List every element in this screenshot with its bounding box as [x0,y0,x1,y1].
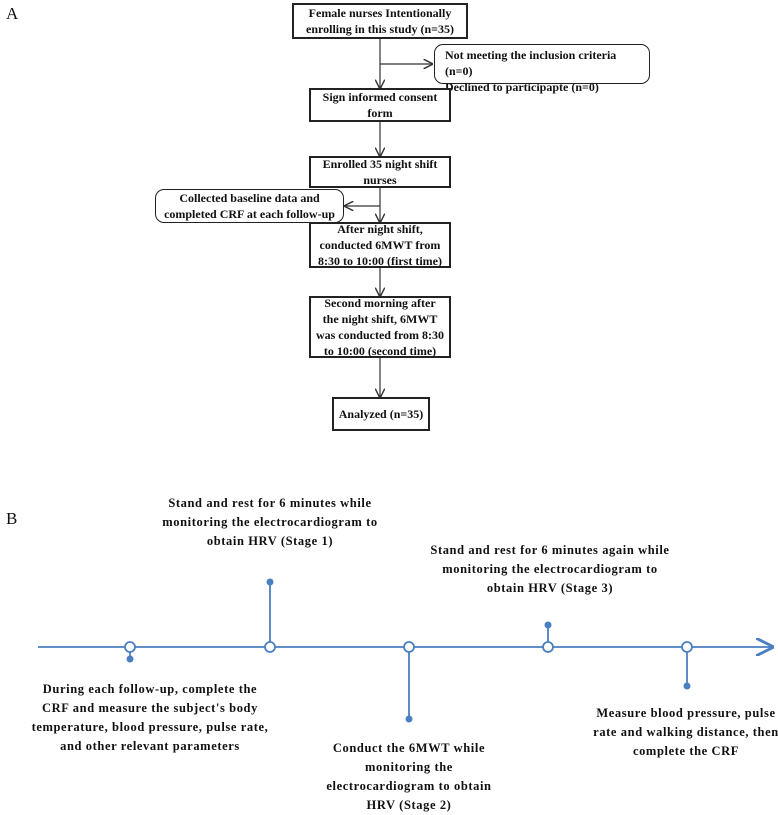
stage3-text: Stand and rest for 6 minutes again while… [430,543,670,595]
box-analyzed: Analyzed (n=35) [332,397,430,431]
stem-dot-final [683,682,691,690]
panel-label-a: A [6,4,19,23]
stage1-text: Stand and rest for 6 minutes while monit… [162,496,378,548]
timeline-node-stage2 [403,641,415,653]
box-second-6mwt: Second morning after the night shift, 6M… [309,296,451,358]
box-baseline: Collected baseline data and completed CR… [155,189,344,223]
timeline-node-stage3 [542,641,554,653]
final-text: Measure blood pressure, pulse rate and w… [593,706,778,758]
box-enrolled: Enrolled 35 night shift nurses [309,156,451,188]
box-excluded: Not meeting the inclusion criteria (n=0)… [434,44,650,94]
stage2-text: Conduct the 6MWT while monitoring the el… [326,741,492,812]
timeline-node-followup [124,641,136,653]
box-first-6mwt: After night shift, conducted 6MWT from 8… [309,222,451,268]
followup-text: During each follow-up, complete the CRF … [31,682,269,753]
excluded-declined: Declined to participapte (n=0) [445,80,599,94]
timeline-node-final [681,641,693,653]
box-consent: Sign informed consent form [309,88,451,122]
excluded-criteria: Not meeting the inclusion criteria (n=0) [445,48,617,78]
stem-dot-stage2 [405,715,413,723]
panel-label-b: B [6,509,18,528]
stem-dot-stage1 [266,578,274,586]
stem-dot-followup [126,655,134,663]
stem-dot-stage3 [544,621,552,629]
timeline-node-stage1 [264,641,276,653]
box-enroll: Female nurses Intentionally enrolling in… [292,3,468,39]
